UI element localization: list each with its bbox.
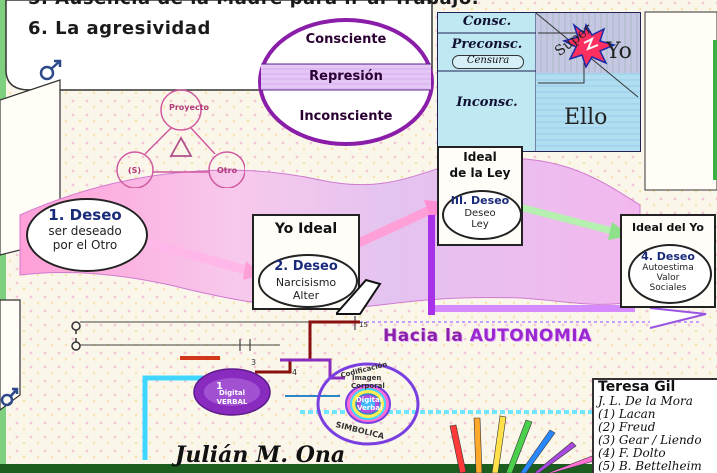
autonomia-word: AUTONOMIA [469,326,592,346]
desire-1-line-1: ser deseado [48,224,122,238]
credits-ref: J. L. De la Mora [598,394,693,408]
desire-2-line-1: Narcisismo [275,276,337,289]
censura-pill: Censura [452,55,524,69]
credits-name: Teresa Gil [598,379,676,395]
otro-label: Otro [217,166,238,175]
author-signature: Julián M. Ona [175,442,346,468]
desire-3-line-2: Ley [471,219,489,230]
tick-4: 4 [292,368,298,377]
symbolic-digital-label: Digital [356,396,383,404]
inconsc-label: Inconsc. [456,95,518,110]
header-line-6: 6. La agresividad [28,18,211,39]
topography-table: Consc. Preconsc. Censura Inconsc. Super … [437,12,641,152]
male-symbol-icon [0,387,19,407]
desire-1-line-2: por el Otro [52,238,118,252]
symbolic-verbal-label: Verbal [357,404,383,412]
desire-2-title: 2. Deseo [274,259,338,274]
yo-ideal-title: Yo Ideal [274,221,338,237]
represion-label: Represión [309,69,383,84]
consciousness-ellipse: Consciente Represión Inconsciente [258,18,434,146]
proyecto-label: Proyecto [169,103,210,112]
ello-label: Ello [564,105,608,130]
desire-4-oval [628,244,712,304]
desire-1-title: 1. Deseo [48,206,122,224]
imagen-label: Imagen [352,374,382,382]
notch-arrow-icon [336,278,382,315]
ideal-ley-title-1: Ideal [463,150,497,164]
digital-label: Digital [218,389,246,397]
desire-1-oval [26,198,148,272]
desire-3-title: III. Deseo [450,194,510,207]
symbolic-rings [316,362,420,446]
credits-ref: (3) Gear / Liendo [598,433,702,447]
s5-label: (S) [128,166,142,175]
autonomia-prefix: Hacia la [383,326,470,346]
desire-3-oval [442,190,522,240]
digital-verbal-ellipse [193,368,271,416]
consciente-label: Consciente [305,32,387,47]
desire-4-line-2: Valor [656,273,680,283]
male-symbol-icon [39,59,62,81]
ideal-del-yo-title: Ideal del Yo [632,221,704,234]
preconsc-label: Preconsc. [451,37,523,52]
credits-ref: (1) Lacan [598,407,656,421]
colored-pencils-icon [449,415,595,473]
yo-label: Yo [606,39,632,64]
desire-4-title: 4. Deseo [641,250,695,263]
corporal-label: Corporal [351,382,385,390]
desire-3-line-1: Deseo [464,208,496,219]
female-symbol-icon [71,321,81,351]
censura-label: Censura [466,55,510,66]
autonomia-label: Hacia la AUTONOMIA [383,326,592,346]
triangle-diagram [116,89,245,188]
digital-numeral: 1 [216,381,223,392]
desire-4-line-3: Sociales [649,283,687,293]
desire-4-line-1: Autoestima [642,263,694,273]
ideal-ley-title-2: de la Ley [449,166,511,180]
credits-box: Teresa Gil J. L. De la Mora (1) Lacan (2… [592,378,717,473]
desire-2-oval [258,254,358,308]
tick-15: 15 [359,321,368,329]
consc-label: Consc. [462,14,512,29]
credits-ref: (2) Freud [598,420,656,434]
credits-ref: (5) B. Bettelheim [598,459,702,473]
tick-3: 3 [251,358,257,367]
credits-ref: (4) F. Dolto [598,446,666,460]
desire-2-line-2: Alter [292,289,320,302]
verbal-label: VERBAL [216,398,248,406]
inconsciente-label: Inconsciente [299,109,393,124]
header-line-5: 5. Ausencia de la Madre para ir al Traba… [28,0,479,9]
